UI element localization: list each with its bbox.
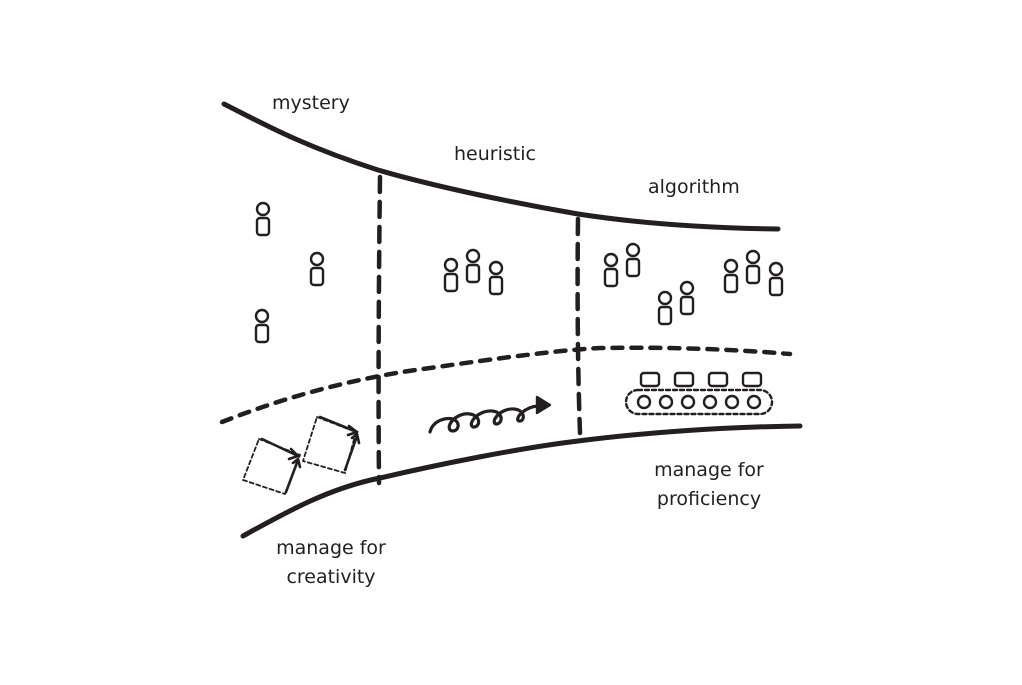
caption-proficiency-line2: proficiency bbox=[656, 488, 762, 510]
stage-label-heuristic: heuristic bbox=[454, 143, 536, 165]
spiral-arrow-icon bbox=[428, 395, 552, 434]
stage-label-algorithm: algorithm bbox=[648, 176, 740, 198]
funnel-middle-divider bbox=[219, 345, 793, 425]
caption-creativity-line1: manage for bbox=[276, 537, 386, 559]
person-icon bbox=[443, 257, 459, 293]
people-group-algorithm bbox=[603, 242, 784, 326]
person-icon bbox=[625, 242, 641, 278]
stage-label-mystery: mystery bbox=[272, 92, 350, 114]
conveyor-roller bbox=[702, 394, 718, 410]
person-icon bbox=[255, 201, 271, 237]
person-icon bbox=[768, 261, 784, 297]
stage-divider-1 bbox=[376, 174, 383, 486]
funnel-bottom-boundary bbox=[240, 423, 803, 539]
people-group-heuristic bbox=[443, 248, 504, 296]
conveyor-package bbox=[673, 371, 695, 388]
conveyor-roller bbox=[658, 394, 674, 410]
conveyor-roller bbox=[746, 394, 762, 410]
conveyor-package bbox=[707, 371, 729, 388]
conveyor-package bbox=[639, 371, 661, 388]
conveyor-roller bbox=[680, 394, 696, 410]
caption-proficiency-line1: manage for bbox=[654, 459, 764, 481]
dashed-box-icon bbox=[242, 415, 361, 495]
person-icon bbox=[488, 260, 504, 296]
conveyor-roller bbox=[724, 394, 740, 410]
person-icon bbox=[254, 308, 270, 344]
person-icon bbox=[723, 258, 739, 294]
person-icon bbox=[679, 280, 695, 316]
person-icon bbox=[309, 251, 325, 287]
caption-creativity-line2: creativity bbox=[286, 566, 376, 588]
person-icon bbox=[465, 248, 481, 284]
caption-proficiency: manage for proficiency bbox=[644, 456, 774, 514]
caption-creativity: manage for creativity bbox=[266, 534, 396, 592]
conveyor-package bbox=[741, 371, 763, 388]
stage-divider-2 bbox=[575, 216, 583, 436]
person-icon bbox=[745, 249, 761, 285]
conveyor-roller bbox=[636, 394, 652, 410]
people-group-mystery bbox=[254, 201, 325, 344]
funnel-top-boundary bbox=[221, 101, 781, 232]
conveyor-belt-icon bbox=[624, 371, 774, 416]
person-icon bbox=[657, 290, 673, 326]
person-icon bbox=[603, 252, 619, 288]
